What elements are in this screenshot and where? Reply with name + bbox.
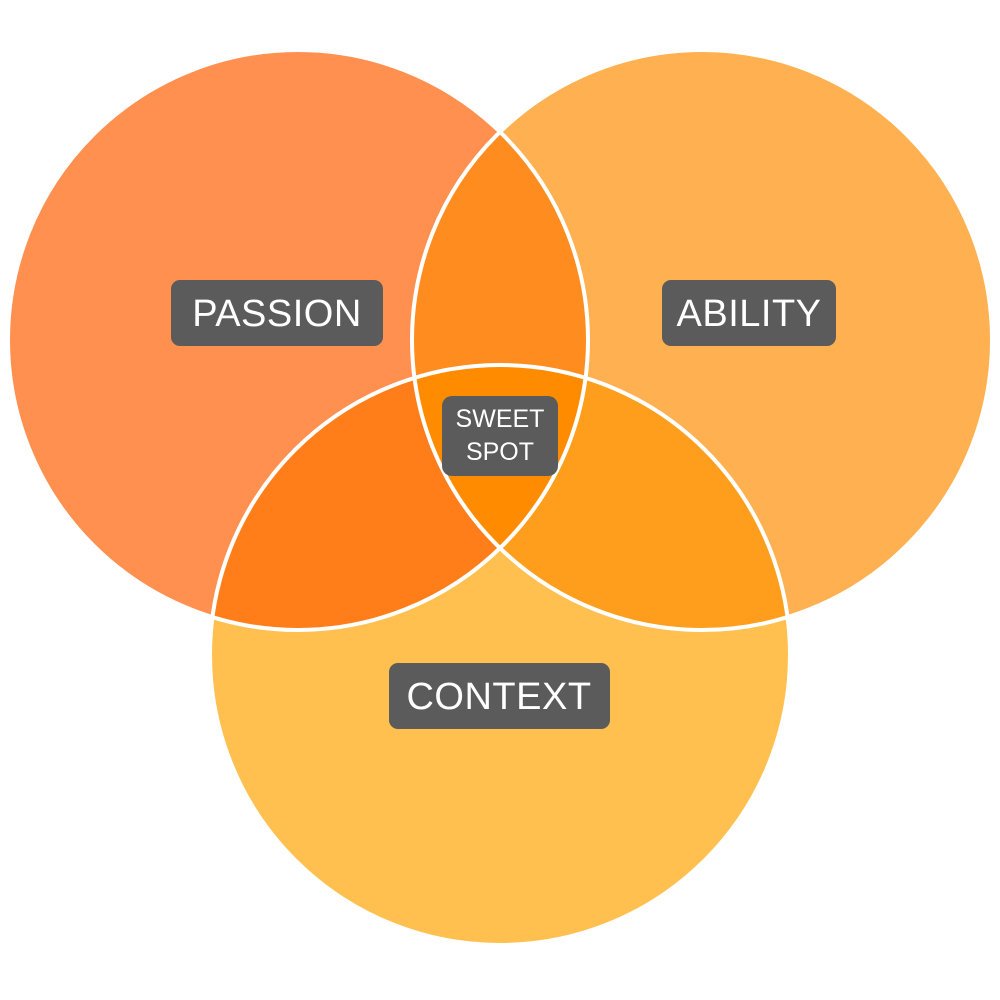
sweet-spot-label-line2: SPOT [466,438,534,466]
sweet-spot-label-line1: SWEET [456,405,545,433]
sweet-spot-label: SWEET SPOT [442,396,558,476]
context-label: CONTEXT [389,663,610,729]
ability-context-overlap [412,365,790,630]
passion-outline [6,48,590,632]
passion-label: PASSION [171,280,383,346]
passion-context-overlap [210,365,588,630]
context-outline [208,363,792,947]
ability-label: ABILITY [662,280,836,346]
context-label-text: CONTEXT [406,676,591,718]
ability-outline [410,48,994,632]
passion-label-text: PASSION [192,293,362,335]
ability-label-text: ABILITY [677,293,822,335]
